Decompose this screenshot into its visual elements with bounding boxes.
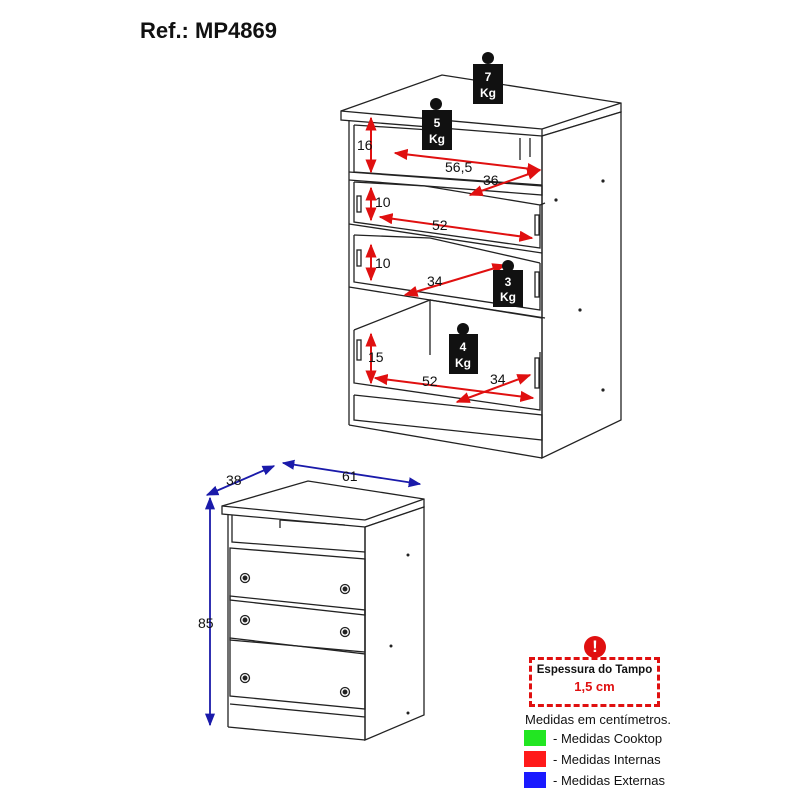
legend-title: Medidas em centímetros. — [525, 712, 671, 727]
svg-text:Kg: Kg — [429, 132, 445, 146]
drawer1-height-label: 10 — [375, 194, 391, 210]
drawer1-width-label: 52 — [432, 217, 448, 233]
niche-depth-label: 36 — [483, 172, 499, 188]
legend-label: - Medidas Externas — [553, 772, 665, 788]
exclamation-icon: ! — [584, 636, 606, 658]
open-cabinet-drawing — [340, 74, 622, 460]
drawer2-depth-label: 34 — [427, 273, 443, 289]
svg-text:Kg: Kg — [455, 356, 471, 370]
svg-text:4: 4 — [460, 340, 467, 354]
legend-item-internal: - Medidas Internas — [524, 750, 661, 768]
svg-text:Kg: Kg — [480, 86, 496, 100]
drawer2-height-label: 10 — [375, 255, 391, 271]
niche-height-label: 16 — [357, 137, 373, 153]
external-width-label: 61 — [342, 468, 358, 484]
svg-text:7: 7 — [485, 70, 492, 84]
legend-item-external: - Medidas Externas — [524, 771, 665, 789]
weight-icon-top: 7 Kg — [473, 52, 503, 104]
svg-text:3: 3 — [505, 275, 512, 289]
svg-text:Kg: Kg — [500, 290, 516, 304]
legend-label: - Medidas Cooktop — [553, 730, 663, 746]
drawer3-height-label: 15 — [368, 349, 384, 365]
blue-swatch — [524, 772, 546, 788]
niche-width-label: 56,5 — [445, 159, 472, 175]
weight-icon-niche: 5 Kg — [422, 98, 452, 150]
red-swatch — [524, 751, 546, 767]
notice-value: 1,5 cm — [574, 679, 615, 694]
weight-icon-drawer2: 3 Kg — [493, 260, 523, 307]
green-swatch — [524, 730, 546, 746]
top-thickness-notice: Espessura do Tampo 1,5 cm — [529, 657, 660, 707]
closed-side-dots — [389, 553, 410, 715]
legend-item-cooktop: - Medidas Cooktop — [524, 729, 662, 747]
external-measure-arrows — [204, 459, 422, 727]
drawer3-width-label: 52 — [422, 373, 438, 389]
svg-text:5: 5 — [434, 116, 441, 130]
internal-measure-arrows — [365, 116, 542, 403]
external-depth-label: 38 — [226, 472, 242, 488]
reference-title: Ref.: MP4869 — [140, 18, 277, 43]
side-dots — [554, 179, 605, 392]
legend-label: - Medidas Internas — [553, 751, 661, 767]
closed-cabinet-drawing — [221, 480, 425, 741]
drawer3-depth-label: 34 — [490, 371, 506, 387]
weight-icon-drawer3: 4 Kg — [449, 323, 478, 374]
notice-title: Espessura do Tampo — [536, 664, 653, 676]
external-height-label: 85 — [198, 615, 214, 631]
